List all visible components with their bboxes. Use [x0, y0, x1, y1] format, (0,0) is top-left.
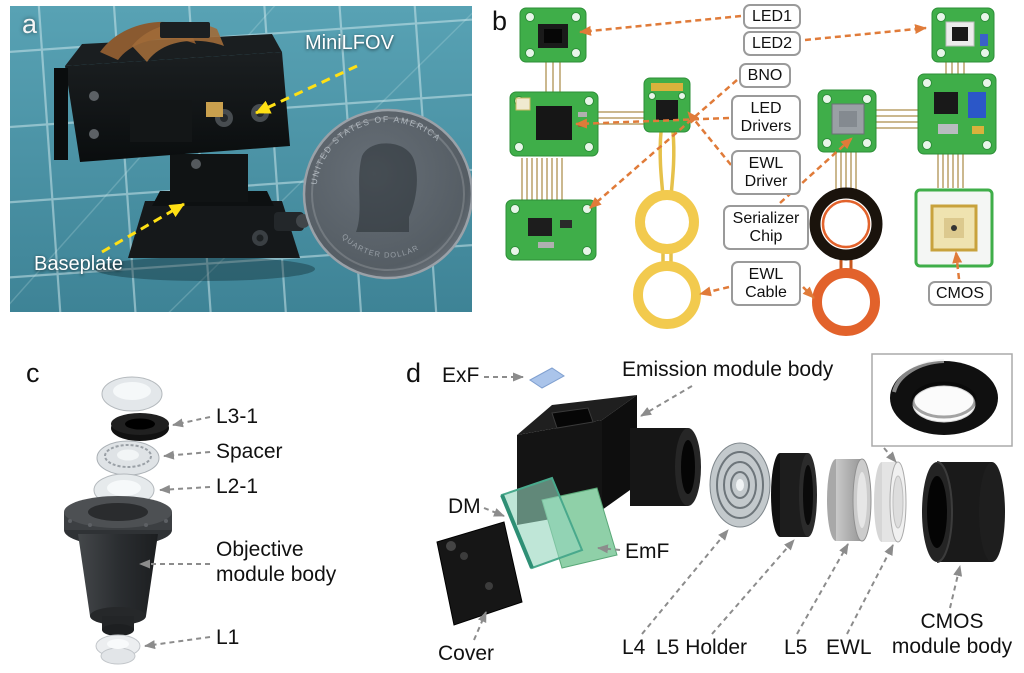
- l5-holder-label: L5 Holder: [656, 636, 748, 659]
- emission-module-body-label: Emission module body: [622, 358, 834, 381]
- label-box-led2: LED2: [743, 31, 801, 56]
- emission-body-arrow: [640, 385, 693, 417]
- ewl-cable-black-ring: [809, 187, 883, 261]
- ewl-lens: [874, 461, 907, 543]
- ewl-cable-arrow-right: [802, 286, 815, 299]
- panel-a-graphic: UNITED STATES OF AMERICA QUARTER DOLLAR: [10, 6, 472, 312]
- pcb-boards: [505, 7, 997, 268]
- coin-bust: [356, 143, 417, 232]
- spacer-arrow: [163, 450, 211, 460]
- spacer-label: Spacer: [216, 440, 283, 463]
- led1-arrow: [579, 14, 742, 36]
- cover-plate: [436, 521, 523, 626]
- cmos-module-body-label: CMOS module body: [891, 610, 1013, 658]
- ewl-driver-board: [643, 77, 691, 133]
- led-driver-board: [509, 91, 599, 157]
- l5-arrow: [796, 543, 849, 635]
- callout-arrows-orange: [575, 14, 963, 299]
- lens-l4: [709, 442, 771, 528]
- panel-c-objective: c L3-1 Spacer L2-1 Objective module body…: [0, 350, 392, 673]
- led2-arrow: [804, 24, 927, 42]
- ewl-driver-arrow: [687, 111, 732, 166]
- panel-d-graphic: [436, 353, 1013, 641]
- ewl-cable-yellow-ring-1: [635, 190, 699, 254]
- label-box-ewl-cable: EWL Cable: [731, 261, 801, 306]
- label-box-led1: LED1: [743, 4, 801, 29]
- ewl-label: EWL: [826, 636, 872, 659]
- baseplate-label: Baseplate: [34, 253, 123, 275]
- led1-board: [519, 7, 587, 63]
- cover-label: Cover: [438, 642, 495, 665]
- minilfov-label: MiniLFOV: [305, 32, 394, 54]
- lens-l3: [101, 376, 163, 412]
- label-box-serializer-chip: Serializer Chip: [723, 205, 809, 250]
- l1-arrow: [144, 636, 211, 650]
- objective-module-body: [64, 496, 172, 636]
- l5-label: L5: [784, 636, 808, 659]
- l4-label: L4: [622, 636, 646, 659]
- l3-1-arrow: [172, 416, 211, 428]
- panel-b-electronics: b LED1 LED2 BNO LED Drivers EWL Driver S…: [480, 0, 1024, 348]
- ewl-cable-orange-ring: [812, 268, 880, 336]
- label-box-cmos: CMOS: [928, 281, 992, 306]
- ewl-inset-arrow: [883, 447, 897, 463]
- serializer-board: [817, 89, 877, 153]
- bno-board: [505, 199, 597, 261]
- exf-label: ExF: [442, 364, 480, 387]
- l2-1-arrow: [159, 484, 211, 494]
- l3-1-label: L3-1: [216, 405, 259, 428]
- serializer-arrow: [779, 137, 853, 204]
- ewl-cable-black-ring-accent: [821, 199, 871, 249]
- emf-arrow: [597, 544, 621, 554]
- led2-board: [931, 7, 995, 63]
- lens-l1: [95, 634, 141, 665]
- dm-arrow: [483, 507, 505, 517]
- l2-1-label: L2-1: [216, 475, 259, 498]
- panel-letter-b: b: [492, 6, 508, 36]
- dm-label: DM: [448, 495, 481, 518]
- dm-dichroic-mirror: [500, 476, 584, 570]
- led-drivers-arrow: [575, 116, 730, 129]
- baseplate-arrow: [101, 202, 185, 254]
- panel-d-emission: d ExF Emission module body DM EmF Cover …: [392, 350, 1024, 673]
- exf-filter: [529, 367, 565, 389]
- l5-holder: [771, 453, 817, 537]
- cmos-arrow: [952, 251, 963, 280]
- ewl-cable-arrow-left: [699, 285, 730, 297]
- quarter-coin: UNITED STATES OF AMERICA QUARTER DOLLAR: [302, 108, 472, 280]
- panel-letter-a: a: [22, 9, 38, 39]
- l4-arrow: [641, 529, 729, 635]
- black-retainer-ring: [111, 413, 169, 441]
- label-box-led-drivers: LED Drivers: [731, 95, 801, 140]
- flex-ribbons: [521, 62, 965, 200]
- spacer-lens: [96, 440, 160, 476]
- panel-letter-d: d: [406, 358, 422, 388]
- ewl-inset-box: [871, 353, 1013, 447]
- cmos-board: [914, 188, 994, 268]
- photo-callout-arrows: [101, 64, 358, 254]
- lens-l5: [827, 458, 872, 542]
- l5-holder-arrow: [711, 539, 795, 635]
- interface-board: [917, 73, 997, 155]
- ewl-arrow: [846, 544, 894, 635]
- cmos-module-body: [922, 461, 1005, 563]
- callout-arrows-gray-d: [473, 372, 963, 641]
- minilfov-arrow: [255, 64, 358, 115]
- callout-arrows-gray-c: [139, 416, 211, 650]
- objective-module-body-label: Objective module body: [216, 538, 337, 586]
- panel-c-graphic: [64, 376, 211, 665]
- panel-b-graphic: [505, 7, 997, 336]
- emf-label: EmF: [625, 540, 670, 563]
- bno-arrow: [589, 79, 738, 209]
- panel-letter-c: c: [26, 358, 40, 388]
- ewl-cable-yellow-ring-2: [633, 261, 701, 329]
- panel-a-photo: UNITED STATES OF AMERICA QUARTER DOLLAR …: [10, 6, 472, 312]
- label-box-bno: BNO: [739, 63, 791, 88]
- cmos-body-arrow: [949, 565, 963, 609]
- label-box-ewl-driver: EWL Driver: [731, 150, 801, 195]
- l1-label: L1: [216, 626, 240, 649]
